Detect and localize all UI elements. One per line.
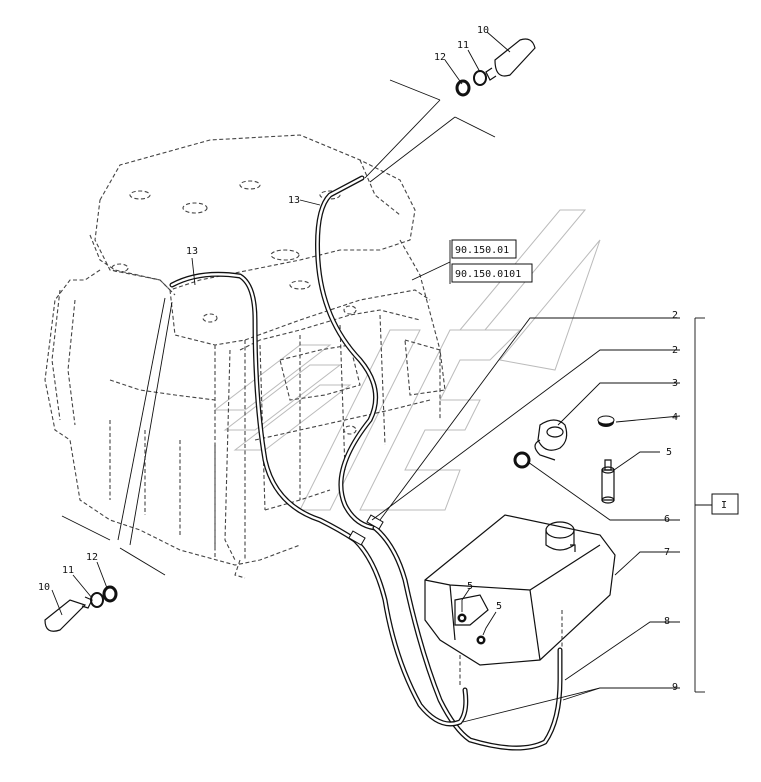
kit-label: I	[721, 500, 727, 511]
callout-5-right: 5	[496, 601, 502, 612]
callout-13-lower: 13	[186, 246, 198, 257]
watermark	[213, 209, 601, 511]
kit-bracket: I	[694, 317, 739, 693]
section-lines	[61, 79, 496, 576]
callout-3: 3	[672, 378, 678, 389]
callouts: 2 2 3 4 5 6 7 8 9 5 5 10 11 12 10 11 12 …	[38, 25, 678, 693]
pump-part-5	[601, 459, 615, 504]
callout-5-left: 5	[467, 581, 473, 592]
callout-12-top: 12	[434, 52, 446, 63]
callout-13-upper: 13	[288, 195, 300, 206]
callout-11-top: 11	[457, 40, 469, 51]
callout-4: 4	[672, 412, 678, 423]
callout-12-bottom: 12	[86, 552, 98, 563]
callout-11-bottom: 11	[62, 565, 74, 576]
ref-code-2: 90.150.0101	[455, 269, 521, 280]
callout-7: 7	[664, 547, 670, 558]
callout-9: 9	[672, 682, 678, 693]
leader-lines	[51, 31, 681, 723]
callout-10-bottom: 10	[38, 582, 50, 593]
nozzle-top	[455, 38, 536, 97]
washer-reservoir	[424, 514, 616, 685]
oring-part-6	[513, 451, 531, 469]
cap-part-3	[534, 419, 568, 461]
cab-outline	[44, 134, 446, 579]
callout-2-upper: 2	[672, 310, 678, 321]
callout-6: 6	[664, 514, 670, 525]
seal-part-4	[597, 415, 615, 427]
callout-5-pump: 5	[666, 447, 672, 458]
ref-code-1: 90.150.01	[455, 245, 509, 256]
nozzle-bottom	[44, 585, 118, 632]
callout-10-top: 10	[477, 25, 489, 36]
callout-8: 8	[664, 616, 670, 627]
hoses	[169, 175, 563, 751]
callout-2-lower: 2	[672, 345, 678, 356]
reference-boxes: 90.150.01 90.150.0101	[411, 239, 533, 284]
